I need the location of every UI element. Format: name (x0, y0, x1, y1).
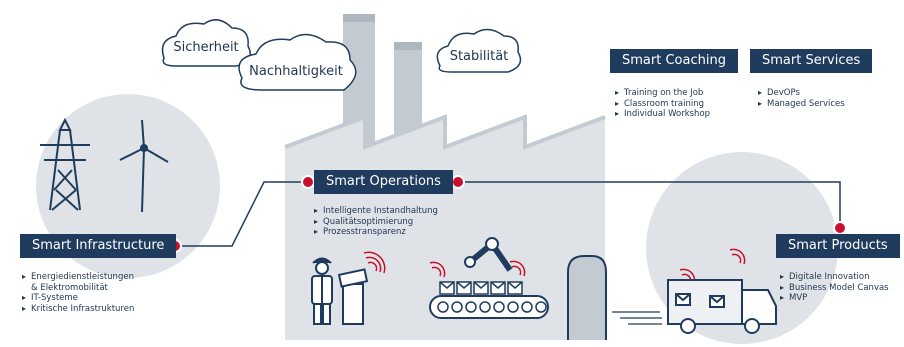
list-item: Managed Services (758, 99, 845, 110)
cloud-label-stabilitaet: Stabilität (450, 49, 509, 64)
list-item: Prozesstransparenz (314, 227, 438, 238)
conveyor-belt (429, 281, 549, 319)
smart-services-box: Smart Services (750, 49, 873, 73)
smart-coaching-box: Smart Coaching (610, 49, 738, 73)
cloud-nachhaltigkeit (238, 33, 357, 91)
list-item: Intelligente Instandhaltung (314, 206, 438, 217)
list-item: MVP (780, 293, 889, 304)
list-item: Individual Workshop (615, 109, 710, 120)
factory-chute (567, 255, 607, 340)
list-item: Classroom training (615, 99, 710, 110)
smart-operations-list: Intelligente Instandhaltung Qualitätsopt… (314, 206, 438, 238)
infrastructure-circle (36, 94, 220, 278)
list-item: Training on the Job (615, 88, 710, 99)
delivery-truck-icon (667, 279, 777, 334)
wind-turbine-icon (119, 119, 169, 213)
smart-products-list: Digitale Innovation Business Model Canva… (780, 272, 889, 304)
cloud-label-sicherheit: Sicherheit (173, 40, 238, 55)
smart-products-box: Smart Products (776, 234, 900, 258)
list-item: Energiedienstleistungen (22, 272, 134, 283)
smart-infrastructure-list: Energiedienstleistungen & Elektromobilit… (22, 272, 134, 314)
smart-services-list: DevOPs Managed Services (758, 88, 845, 109)
list-item: DevOPs (758, 88, 845, 99)
cloud-sicherheit (161, 19, 251, 67)
list-item: Business Model Canvas (780, 283, 889, 294)
list-item: Digitale Innovation (780, 272, 889, 283)
list-item: IT-Systeme (22, 293, 134, 304)
cloud-stabilitaet (436, 28, 522, 73)
terminal-icon (337, 268, 369, 325)
smart-operations-box: Smart Operations (314, 170, 453, 194)
list-item: Kritische Infrastrukturen (22, 304, 134, 315)
connector-lines (175, 181, 841, 247)
power-pylon-icon (40, 117, 90, 211)
cloud-label-nachhaltigkeit: Nachhaltigkeit (249, 64, 343, 79)
smart-coaching-list: Training on the Job Classroom training I… (615, 88, 710, 120)
smart-infrastructure-box: Smart Infrastructure (20, 234, 177, 258)
list-item: & Elektromobilität (31, 282, 108, 293)
list-item: Qualitätsoptimierung (314, 217, 438, 228)
worker-icon (311, 257, 333, 325)
robot-arm-icon (464, 237, 513, 272)
